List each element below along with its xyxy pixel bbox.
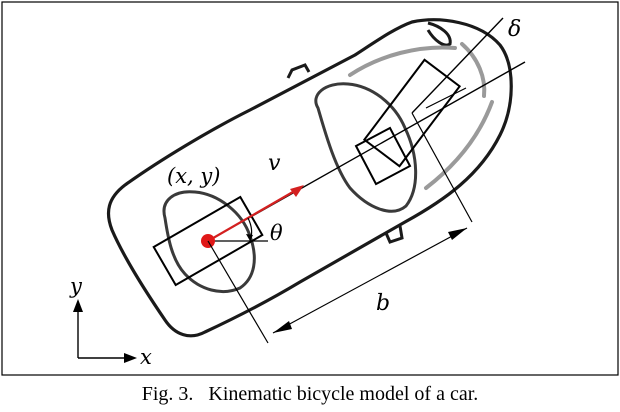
wheelbase-extension-rear xyxy=(207,240,269,344)
y-axis-label: y xyxy=(69,274,83,298)
wheelbase-dimension-line xyxy=(272,227,468,334)
right-mirror xyxy=(384,225,404,244)
front-headlight xyxy=(426,21,452,47)
figure-caption: Fig. 3. Kinematic bicycle model of a car… xyxy=(0,383,620,406)
steering-label: δ xyxy=(508,17,521,42)
front-seat-outline xyxy=(314,82,418,213)
caption-prefix: Fig. 3. xyxy=(141,383,194,405)
position-label: (x, y) xyxy=(167,164,220,188)
wheelbase-extension-front xyxy=(411,112,473,223)
wheelbase-label: b xyxy=(376,291,390,316)
left-mirror xyxy=(286,63,311,79)
heading-angle-arrowhead xyxy=(246,234,253,241)
windshield-line-left xyxy=(348,45,457,77)
front-axle-box xyxy=(354,126,412,186)
steering-direction-line xyxy=(411,17,504,114)
x-axis-arrowhead xyxy=(124,353,137,363)
windshield-line-center xyxy=(460,42,487,98)
windshield-line-right xyxy=(424,100,494,190)
x-axis-label: x xyxy=(140,345,152,369)
rear-seat-outline xyxy=(162,190,256,293)
y-axis-arrowhead xyxy=(73,299,83,312)
wheelbase-arrowhead-rear xyxy=(273,321,292,333)
velocity-vector xyxy=(207,188,299,242)
kinematic-bicycle-diagram: (x, y) v θ δ b y x xyxy=(1,1,619,376)
heading-label: θ xyxy=(270,221,283,245)
car-body-outline xyxy=(106,18,513,338)
front-wheel xyxy=(362,58,462,168)
velocity-arrowhead xyxy=(290,185,304,197)
velocity-label: v xyxy=(268,151,281,176)
wheelbase-arrowhead-front xyxy=(448,228,467,240)
figure-frame xyxy=(1,1,619,376)
steering-angle-arc xyxy=(425,87,467,109)
caption-text: Kinematic bicycle model of a car. xyxy=(208,383,479,405)
